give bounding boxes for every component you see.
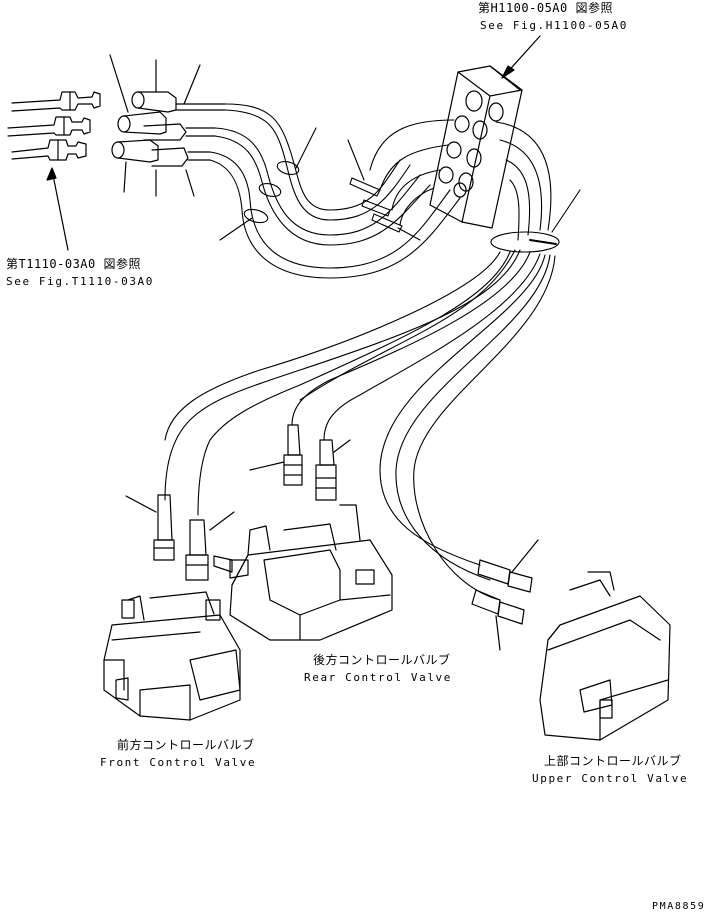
front-control-valve bbox=[103, 591, 241, 721]
drawing-code: PMA8859 bbox=[652, 901, 706, 912]
rear-control-valve bbox=[213, 504, 393, 641]
hoses-left-to-center bbox=[209, 103, 461, 279]
rear-control-valve-label-jp: 後方コントロールバルブ bbox=[313, 653, 451, 667]
front-control-valve-label-jp: 前方コントロールバルブ bbox=[117, 738, 255, 752]
left-fittings-group bbox=[7, 54, 226, 251]
valve-fittings bbox=[125, 424, 351, 581]
front-control-valve-label-en: Front Control Valve bbox=[100, 756, 257, 769]
upper-control-valve bbox=[471, 539, 671, 741]
ref-fig-t1110-jp: 第T1110-03A0 図参照 bbox=[6, 257, 141, 271]
upper-control-valve-label-jp: 上部コントロールバルブ bbox=[544, 754, 682, 768]
hoses-from-block bbox=[164, 119, 581, 601]
ref-fig-t1110-en: See Fig.T1110-03A0 bbox=[6, 275, 155, 288]
pilot-valve-block bbox=[429, 35, 541, 229]
rear-control-valve-label-en: Rear Control Valve bbox=[304, 671, 453, 684]
ref-fig-h1100-en: See Fig.H1100-05A0 bbox=[480, 19, 629, 32]
ref-fig-h1100-jp: 第H1100-05A0 図参照 bbox=[478, 1, 613, 15]
upper-control-valve-label-en: Upper Control Valve bbox=[532, 772, 689, 785]
